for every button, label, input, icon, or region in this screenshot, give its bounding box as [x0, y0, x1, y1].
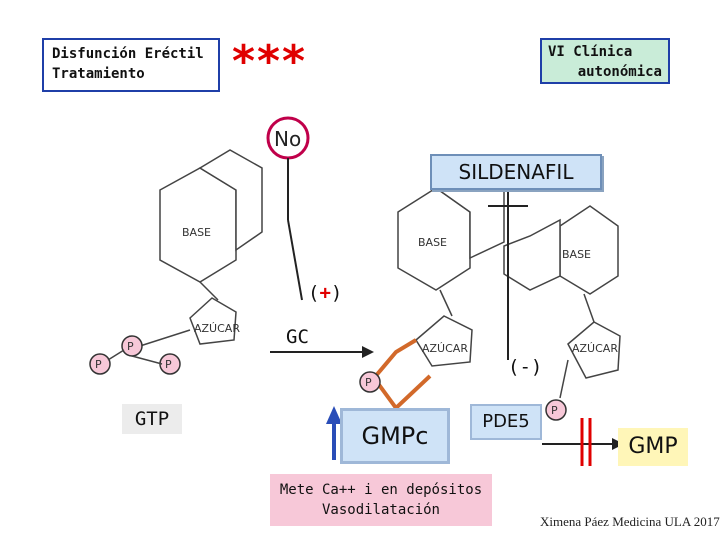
gtp-molecule: BASE AZÚCAR P P P — [89, 149, 263, 375]
enzyme-gc-label: GC — [286, 326, 309, 348]
base-label-gmp: BASE — [562, 248, 591, 261]
sugar-label-gtp: AZÚCAR — [194, 322, 240, 335]
credit-text: Ximena Páez Medicina ULA 2017 — [540, 514, 720, 529]
sugar-label-gmp: AZÚCAR — [572, 342, 618, 355]
module-line1: VI Clínica — [548, 44, 633, 60]
gmp-molecule: BASE AZÚCAR P — [503, 205, 621, 421]
topic-title-line1: Disfunción Eréctil — [52, 46, 204, 62]
base-label-cgmp: BASE — [418, 236, 447, 249]
module-box: VI Clínica autonómica — [540, 38, 670, 84]
pde5-arrow — [542, 418, 624, 466]
effect-line1: Mete Ca++ i en depósitos — [279, 482, 483, 498]
effect-box: Mete Ca++ i en depósitos Vasodilatación — [270, 474, 492, 526]
topic-title-line2: Tratamiento — [52, 66, 145, 82]
activation-label: (+) — [308, 282, 343, 304]
phosphate-3: P — [95, 358, 102, 371]
phosphate-cgmp: P — [365, 376, 372, 389]
phosphate-2: P — [165, 358, 172, 371]
enzyme-pde-label: PDE5 — [470, 404, 542, 440]
no-signal: No — [266, 116, 310, 301]
effect-line2: Vasodilatación — [321, 502, 440, 518]
module-line2: autonómica — [577, 64, 662, 80]
gc-arrow — [270, 346, 374, 358]
topic-title-box: Disfunción Eréctil Tratamiento — [42, 38, 220, 92]
sildenafil-inhibition — [488, 190, 528, 360]
phosphate-1: P — [127, 340, 134, 353]
end-product-label: GMP — [618, 428, 688, 466]
phosphate-gmp: P — [551, 404, 558, 417]
product-label: GMPc — [340, 408, 450, 464]
up-arrow-icon — [326, 406, 342, 460]
cgmp-molecule: BASE AZÚCAR P — [359, 171, 505, 412]
drug-label: SILDENAFIL — [430, 154, 602, 190]
base-label-gtp: BASE — [182, 226, 211, 239]
importance-stars: *** — [232, 36, 308, 87]
no-label: No — [274, 127, 301, 151]
sugar-label-cgmp: AZÚCAR — [422, 342, 468, 355]
inhibition-label: (-) — [508, 356, 543, 378]
substrate-label: GTP — [122, 404, 182, 434]
